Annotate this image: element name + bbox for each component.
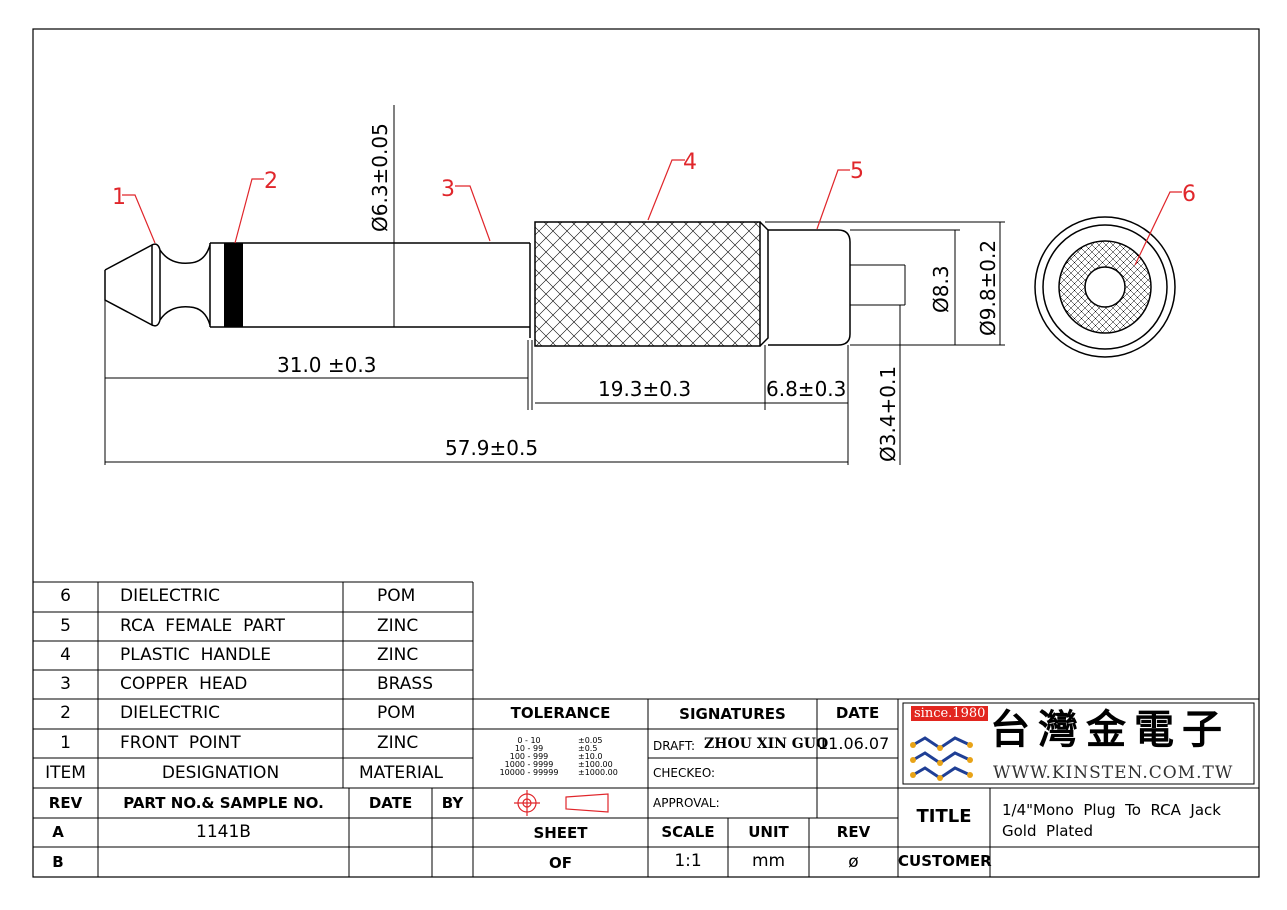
tolerance-label: TOLERANCE bbox=[510, 704, 611, 722]
dim-plug-length: 31.0 ±0.3 bbox=[277, 353, 376, 377]
table-grid bbox=[33, 581, 1260, 877]
callout-5: 5 bbox=[850, 159, 864, 184]
dimension-lines bbox=[104, 105, 1001, 465]
dim-rca-length: 6.8±0.3 bbox=[766, 377, 846, 401]
sheet-label: SHEET bbox=[533, 824, 588, 842]
bom-item: 6 bbox=[60, 586, 71, 606]
tol-range: 10 - 99 bbox=[514, 744, 544, 753]
company-name-cjk: 台灣金電子 bbox=[990, 706, 1230, 753]
bom-material: POM bbox=[377, 703, 416, 723]
callout-2: 2 bbox=[264, 169, 278, 194]
callout-leaders bbox=[122, 159, 1182, 266]
unit-label: UNIT bbox=[748, 823, 789, 841]
signatures-label: SIGNATURES bbox=[679, 705, 786, 723]
bom-designation: DIELECTRIC bbox=[120, 586, 221, 606]
bom-material: ZINC bbox=[377, 733, 419, 753]
dim-total-length: 57.9±0.5 bbox=[445, 436, 538, 460]
part-no: 1141B bbox=[196, 822, 251, 842]
bom-designation: RCA FEMALE PART bbox=[120, 616, 285, 636]
tol-range: 0 - 10 bbox=[517, 736, 541, 745]
dim-inner-diameter: Ø8.3 bbox=[929, 265, 953, 313]
customer-label: CUSTOMER bbox=[898, 852, 992, 870]
callout-1: 1 bbox=[112, 185, 126, 210]
tol-value: ±1000.00 bbox=[578, 768, 618, 777]
rev-a: A bbox=[52, 823, 64, 841]
rca-female-part bbox=[768, 229, 851, 346]
bom-item: 4 bbox=[60, 645, 71, 665]
bom-designation: COPPER HEAD bbox=[120, 674, 248, 694]
title-line-2: Gold Plated bbox=[1002, 822, 1094, 840]
of-label: OF bbox=[549, 854, 572, 872]
tol-value: ±0.5 bbox=[578, 744, 598, 753]
tol-value: ±10.0 bbox=[578, 752, 603, 761]
bom-material: BRASS bbox=[377, 674, 433, 694]
scale-value: 1:1 bbox=[674, 851, 702, 871]
tol-value: ±100.00 bbox=[578, 760, 613, 769]
projection-symbol-icon bbox=[514, 790, 609, 816]
rev-value: ø bbox=[848, 852, 859, 872]
unit-value: mm bbox=[751, 851, 786, 871]
bom-item: 1 bbox=[60, 733, 71, 753]
draft-name: ZHOU XIN GUO bbox=[704, 736, 829, 752]
scale-label: SCALE bbox=[661, 823, 715, 841]
bom-item: 5 bbox=[60, 616, 71, 636]
checked-label: CHECKEO: bbox=[653, 766, 716, 780]
callout-6: 6 bbox=[1182, 182, 1196, 207]
bom-material: POM bbox=[377, 586, 416, 606]
callout-4: 4 bbox=[683, 150, 697, 175]
rev-b: B bbox=[52, 853, 64, 871]
bom-item: 3 bbox=[60, 674, 71, 694]
bom-header-designation: DESIGNATION bbox=[161, 763, 280, 783]
bom-header-material: MATERIAL bbox=[358, 763, 444, 783]
bom-designation: FRONT POINT bbox=[120, 733, 241, 753]
rev-label: REV bbox=[836, 823, 871, 841]
bom-designation: DIELECTRIC bbox=[120, 703, 221, 723]
end-view bbox=[1034, 216, 1176, 358]
plug-outline bbox=[104, 242, 531, 338]
bom-header-item: ITEM bbox=[45, 763, 86, 783]
bom-designation: PLASTIC HANDLE bbox=[120, 645, 272, 665]
by-header: BY bbox=[441, 794, 464, 812]
approval-label: APPROVAL: bbox=[653, 796, 720, 810]
border-frame bbox=[32, 28, 1260, 878]
callout-3: 3 bbox=[441, 177, 455, 202]
company-logo-icon bbox=[910, 736, 973, 781]
bom-material: ZINC bbox=[377, 645, 419, 665]
tol-range: 1000 - 9999 bbox=[504, 760, 554, 769]
tol-range: 100 - 999 bbox=[509, 752, 549, 761]
dim-handle-length: 19.3±0.3 bbox=[598, 377, 691, 401]
since-badge: since.1980 bbox=[911, 706, 989, 721]
tol-range: 10000 - 99999 bbox=[499, 768, 559, 777]
title-label: TITLE bbox=[916, 806, 972, 827]
sig-date-label: DATE bbox=[835, 704, 880, 722]
draft-label: DRAFT: bbox=[653, 739, 696, 753]
dim-outer-diameter: Ø9.8±0.2 bbox=[976, 240, 1000, 336]
draft-date: 11.06.07 bbox=[818, 734, 890, 753]
rev-header: REV bbox=[48, 794, 83, 812]
dielectric-band bbox=[224, 243, 243, 327]
date-header: DATE bbox=[368, 794, 413, 812]
bom-item: 2 bbox=[60, 703, 71, 723]
knurled-handle bbox=[534, 221, 761, 347]
title-line-1: 1/4"Mono Plug To RCA Jack bbox=[1002, 801, 1221, 819]
dim-pin-diameter: Ø3.4+0.1 bbox=[876, 366, 900, 462]
tol-value: ±0.05 bbox=[578, 736, 603, 745]
dim-head-diameter: Ø6.3±0.05 bbox=[368, 123, 392, 232]
bom-material: ZINC bbox=[377, 616, 419, 636]
part-header: PART NO.& SAMPLE NO. bbox=[123, 794, 324, 812]
company-website: WWW.KINSTEN.COM.TW bbox=[993, 763, 1234, 783]
